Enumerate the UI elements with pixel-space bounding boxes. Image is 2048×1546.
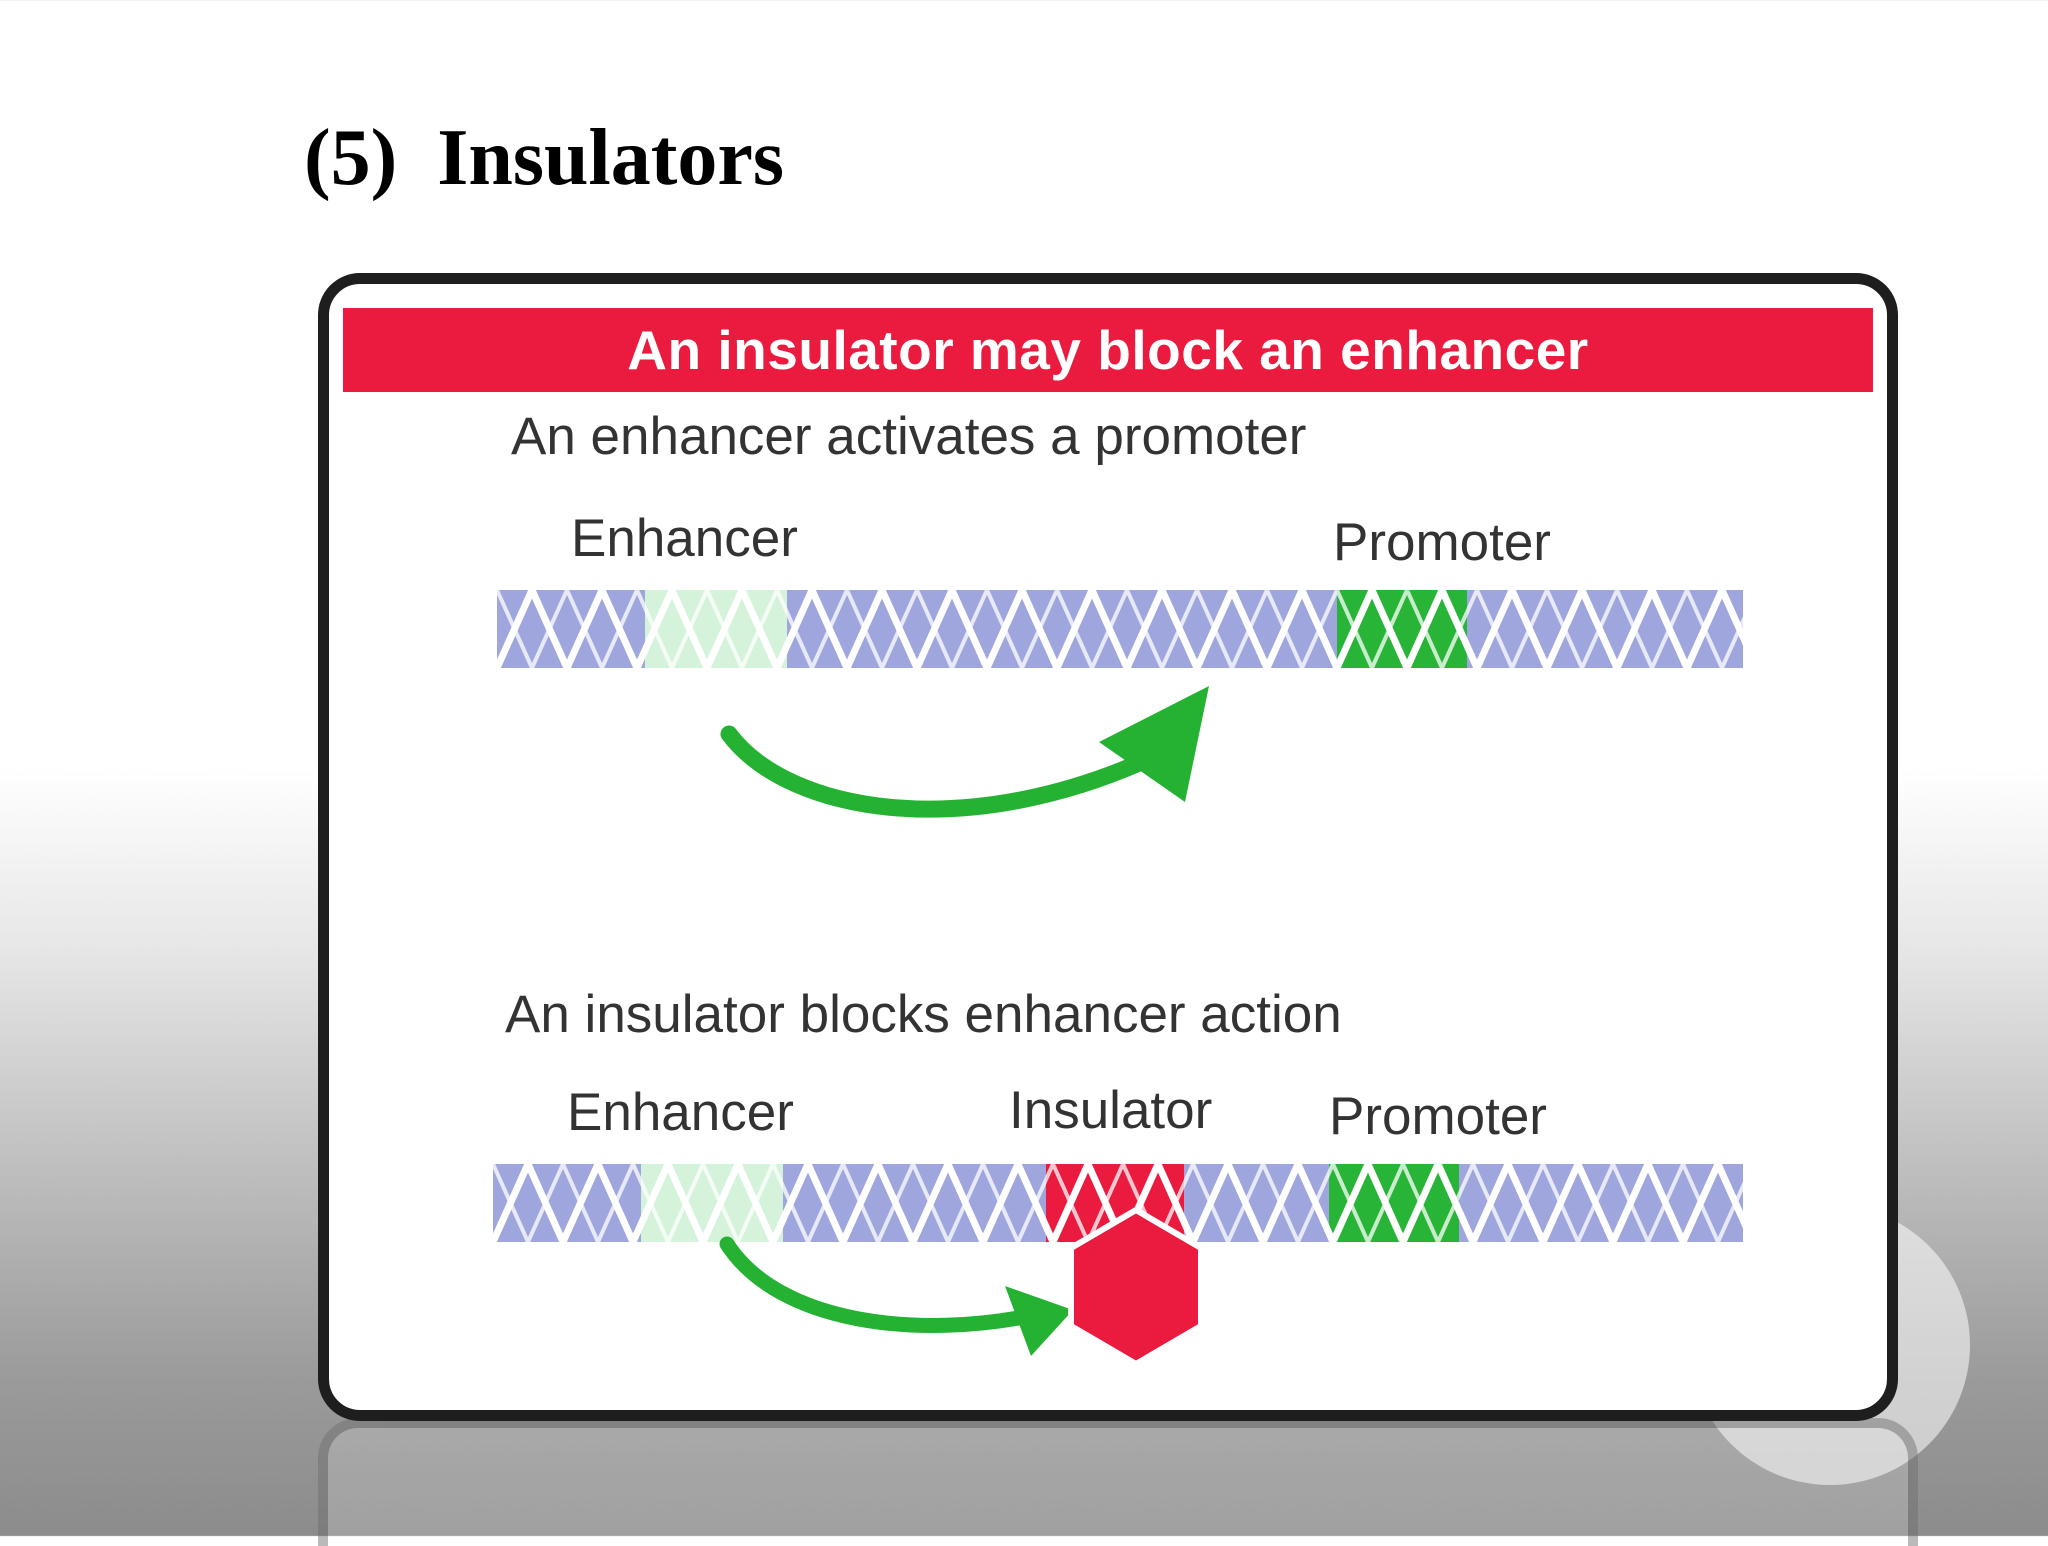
bottom-insulator-label: Insulator [1009, 1081, 1213, 1140]
diagram-header: An insulator may block an enhancer [343, 308, 1873, 392]
bottom-caption: An insulator blocks enhancer action [505, 985, 1342, 1044]
bottom-enhancer-label: Enhancer [567, 1083, 794, 1142]
top-caption: An enhancer activates a promoter [511, 407, 1307, 466]
activation-arrow-icon [720, 686, 1309, 874]
slide-title: (5) Insulators [304, 114, 785, 202]
diagram-panel: An insulator may block an enhancer An en… [318, 273, 1898, 1421]
panel-reflection [318, 1418, 1918, 1546]
insulator-hexagon-icon [1068, 1206, 1204, 1368]
helix-pattern-top [497, 590, 1743, 668]
top-promoter-label: Promoter [1333, 513, 1551, 572]
top-enhancer-label: Enhancer [571, 509, 798, 568]
bottom-promoter-label: Promoter [1329, 1087, 1547, 1146]
blocked-arrow-icon [719, 1236, 1073, 1356]
dna-strand-top-icon [497, 590, 1743, 668]
